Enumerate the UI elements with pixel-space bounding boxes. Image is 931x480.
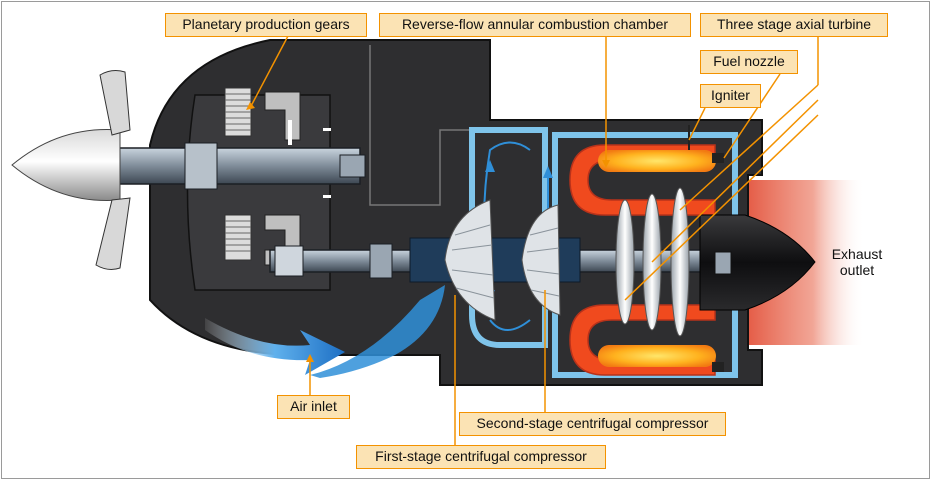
leader-lines bbox=[249, 35, 819, 445]
label-exhaust-outlet: Exhaust outlet bbox=[822, 246, 892, 278]
label-fuel-nozzle: Fuel nozzle bbox=[700, 50, 798, 74]
fuel-nozzle-upper bbox=[712, 153, 724, 163]
propeller-blade-lower bbox=[95, 197, 131, 270]
label-exhaust-line2: outlet bbox=[839, 262, 875, 278]
label-axial-turbine: Three stage axial turbine bbox=[700, 13, 888, 37]
label-exhaust-line1: Exhaust bbox=[831, 246, 883, 262]
label-first-stage-compressor: First-stage centrifugal compressor bbox=[356, 445, 606, 469]
casing-seam bbox=[369, 45, 480, 206]
accessory-gear bbox=[274, 245, 304, 277]
fuel-nozzle-lower bbox=[712, 362, 724, 372]
label-air-inlet: Air inlet bbox=[277, 395, 350, 419]
gear-teeth-upper bbox=[225, 93, 251, 131]
propeller-shaft bbox=[109, 147, 361, 185]
gear-teeth-lower bbox=[225, 220, 251, 252]
planet-gear-lower bbox=[224, 214, 252, 261]
turbine-stage-1 bbox=[615, 199, 635, 325]
flame-lower bbox=[598, 345, 716, 367]
label-igniter: Igniter bbox=[700, 84, 761, 108]
propeller-blade-upper bbox=[99, 70, 131, 136]
inlet-duct-flow bbox=[310, 285, 445, 378]
label-planetary-gears: Planetary production gears bbox=[165, 13, 367, 37]
gear-detail bbox=[288, 120, 292, 145]
first-stage-impeller bbox=[444, 199, 496, 321]
exhaust-cone bbox=[699, 214, 816, 311]
label-combustion-chamber: Reverse-flow annular combustion chamber bbox=[379, 13, 691, 37]
second-stage-impeller bbox=[521, 204, 561, 316]
label-second-stage-compressor: Second-stage centrifugal compressor bbox=[459, 412, 726, 436]
flame-upper bbox=[598, 150, 716, 172]
shaft-bearing bbox=[184, 142, 218, 190]
turbine-stage-3 bbox=[670, 187, 690, 337]
propeller-spinner bbox=[11, 128, 121, 202]
